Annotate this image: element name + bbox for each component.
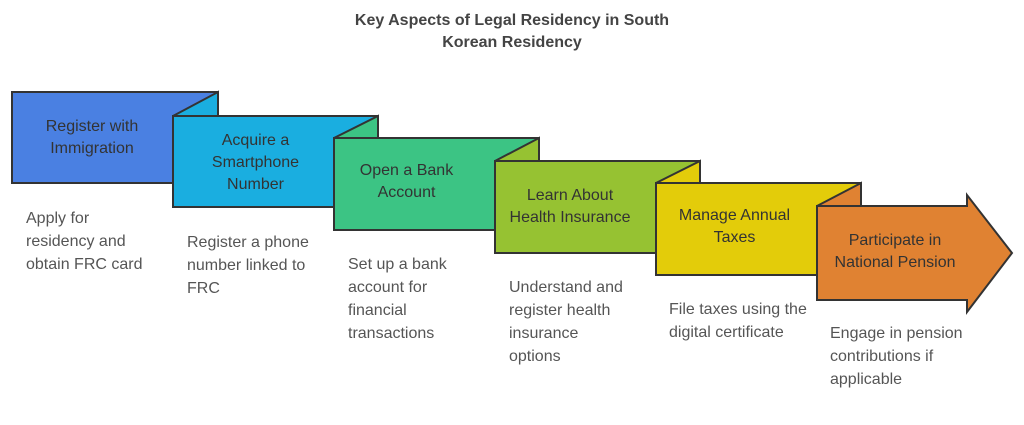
title-line-2: Korean Residency: [442, 34, 582, 51]
step-2-label: Acquire a Smartphone Number: [211, 132, 300, 193]
step-4-label: Learn About Health Insurance: [509, 187, 631, 226]
step-1-description: Apply for residency and obtain FRC card: [26, 210, 143, 273]
step-2-description: Register a phone number linked to FRC: [187, 234, 309, 297]
step-1-label: Register with Immigration: [45, 118, 139, 157]
step-6-label: Participate in National Pension: [834, 232, 956, 271]
step-6-block: [816, 192, 1014, 315]
step-3-label: Open a Bank Account: [359, 162, 454, 201]
step-4-description: Understand and register health insurance…: [509, 279, 623, 365]
diagram-title: Key Aspects of Legal Residency in South …: [0, 10, 1024, 54]
step-5-description: File taxes using the digital certificate: [669, 301, 807, 341]
title-line-1: Key Aspects of Legal Residency in South: [354, 12, 670, 29]
step-5-label: Manage Annual Taxes: [678, 207, 791, 246]
step-3-description: Set up a bank account for financial tran…: [348, 256, 447, 342]
step-6-description: Engage in pension contributions if appli…: [830, 325, 963, 388]
